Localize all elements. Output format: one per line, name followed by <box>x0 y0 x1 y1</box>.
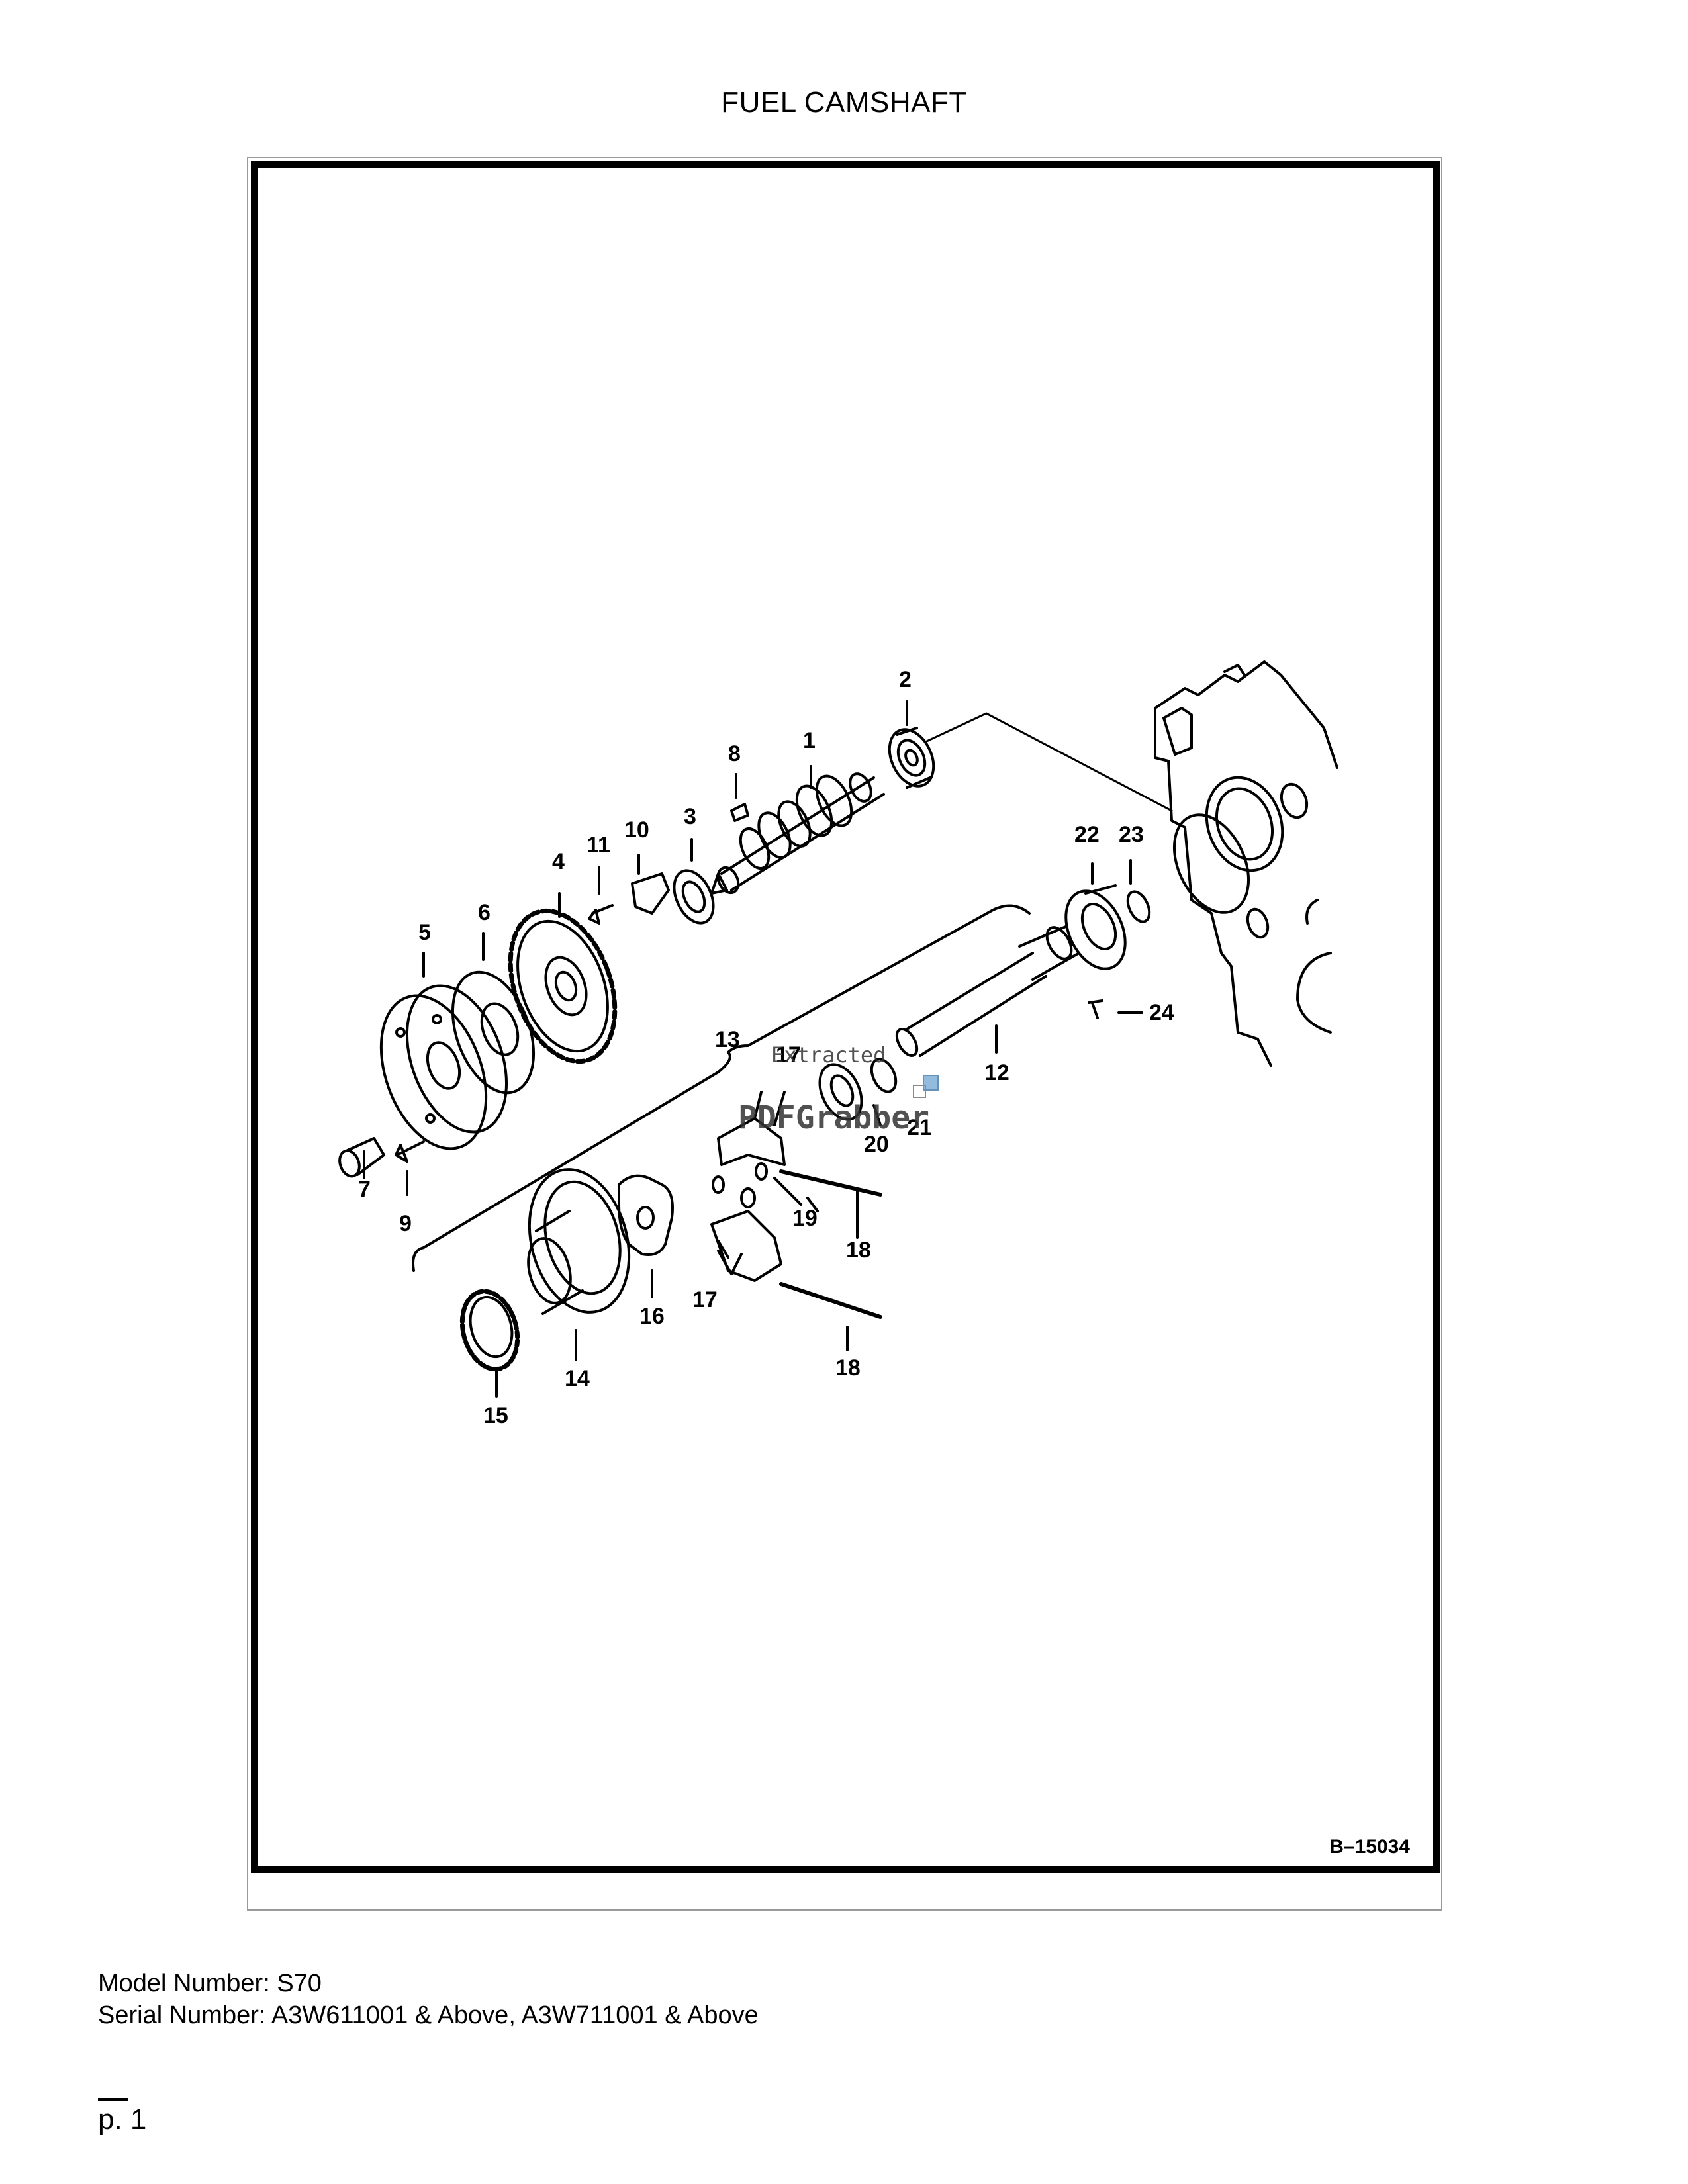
callout-12: 12 <box>984 1060 1009 1085</box>
callout-11: 11 <box>586 833 610 858</box>
callout-9: 9 <box>399 1211 412 1236</box>
document-info: Model Number: S70 Serial Number: A3W6110… <box>98 1968 759 2031</box>
flange-5 <box>379 984 508 1150</box>
callout-15: 15 <box>483 1403 508 1428</box>
watermark: Extracted PDFGrabber <box>738 1042 939 1136</box>
bolt-9 <box>395 1140 425 1163</box>
bearing-22 <box>1064 884 1127 970</box>
callout-16: 16 <box>639 1304 665 1329</box>
serial-number: Serial Number: A3W611001 & Above, A3W711… <box>98 2001 759 2029</box>
governor-weight-17-lower <box>710 1210 782 1282</box>
bearing-20 <box>818 1063 863 1121</box>
pin-18-upper <box>779 1169 882 1197</box>
housing-ring <box>1172 813 1250 914</box>
bolt-24 <box>1088 999 1103 1019</box>
callout-18-upper: 18 <box>846 1238 871 1263</box>
callout-3: 3 <box>684 804 696 829</box>
callout-2: 2 <box>899 667 912 692</box>
callout-8: 8 <box>728 741 741 766</box>
callout-18-lower: 18 <box>835 1355 861 1381</box>
watermark-line-2: PDFGrabber <box>738 1099 929 1136</box>
ring-21 <box>870 1058 898 1093</box>
pins-19 <box>712 1162 768 1208</box>
gear-15 <box>459 1289 520 1372</box>
callout-19: 19 <box>792 1206 818 1231</box>
callout-23: 23 <box>1119 822 1144 847</box>
watermark-logo-icon <box>923 1075 939 1091</box>
bearing-3 <box>673 869 715 925</box>
drawing-code: B–15034 <box>1329 1836 1410 1858</box>
callout-5: 5 <box>418 920 431 945</box>
callout-4: 4 <box>552 849 565 874</box>
callout-1: 1 <box>803 728 816 753</box>
callout-17-upper: 17 <box>776 1042 801 1068</box>
page-title: FUEL CAMSHAFT <box>721 86 967 118</box>
callout-17-lower: 17 <box>692 1287 718 1312</box>
figure-frame-outer <box>247 157 1442 1911</box>
figure-frame <box>251 161 1440 1873</box>
camshaft-1 <box>710 772 885 895</box>
cap-16 <box>618 1174 674 1256</box>
gear-4 <box>508 908 618 1064</box>
governor-weight-17-upper <box>717 1091 786 1166</box>
nut-7 <box>338 1137 385 1178</box>
callout-24: 24 <box>1149 1000 1174 1025</box>
callout-10: 10 <box>624 817 649 842</box>
callout-21: 21 <box>907 1115 932 1140</box>
model-number: Model Number: S70 <box>98 1970 322 1997</box>
page-rule <box>98 2098 128 2101</box>
leader-lines <box>363 700 1143 1398</box>
bearing-2 <box>888 727 935 789</box>
retainer-10 <box>631 872 670 915</box>
callout-20: 20 <box>864 1132 889 1157</box>
watermark-line-1: Extracted <box>771 1042 886 1068</box>
callout-13: 13 <box>715 1027 740 1052</box>
callout-22: 22 <box>1074 822 1100 847</box>
callout-7: 7 <box>358 1177 371 1202</box>
bracket-13 <box>412 1246 425 1272</box>
key-8 <box>730 803 749 822</box>
plate-6 <box>451 970 536 1095</box>
screw-11 <box>588 904 614 925</box>
shaft-12 <box>895 925 1080 1057</box>
callout-14: 14 <box>565 1366 590 1391</box>
engine-housing <box>1154 660 1338 1067</box>
callout-6: 6 <box>478 900 491 925</box>
page-number: p. 1 <box>98 2103 147 2136</box>
pin-18-lower <box>779 1282 882 1319</box>
circlip-23 <box>1126 890 1151 923</box>
sleeve-14 <box>527 1168 631 1315</box>
